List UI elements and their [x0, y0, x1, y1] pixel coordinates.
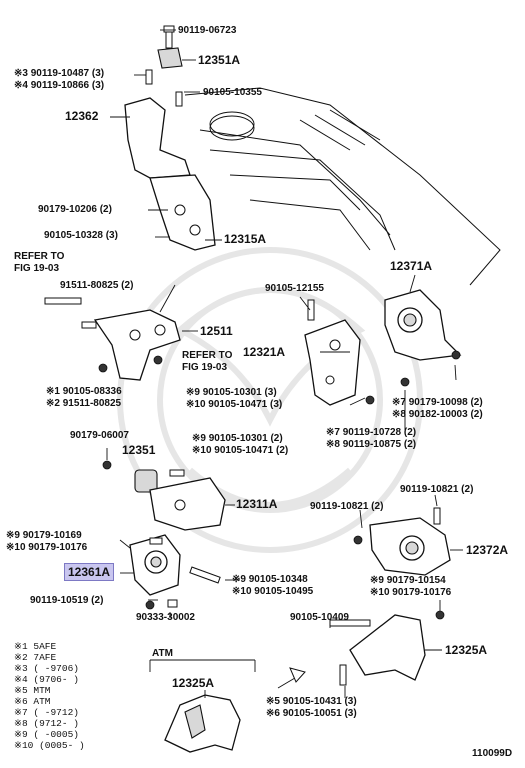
- refer-fig-note-1: FIG 19-03: [14, 263, 60, 274]
- label-90105-10301-3: ※9 90105-10301 (3): [186, 387, 277, 398]
- refer-fig-note-2: FIG 19-03: [182, 362, 228, 373]
- label-90179-10169: ※9 90179-10169: [6, 530, 82, 541]
- label-90179-10176-a: ※10 90179-10176: [6, 542, 88, 553]
- label-90105-10355: 90105-10355: [203, 87, 262, 98]
- refer-to-note-2: REFER TO: [182, 350, 233, 361]
- legend-item: ※7 ( -9712): [14, 707, 79, 718]
- bracket-12362: [124, 69, 216, 251]
- label-90119-10821-a: 90119-10821 (2): [400, 484, 474, 495]
- label-12371a: 12371A: [390, 259, 433, 273]
- legend-item: ※8 (9712- ): [14, 718, 79, 729]
- label-90119-06723: 90119-06723: [178, 25, 237, 36]
- label-90105-10495: ※10 90105-10495: [232, 586, 314, 597]
- mount-12311a: [102, 460, 226, 531]
- atm-section: [149, 659, 306, 753]
- label-90179-06007: 90179-06007: [70, 430, 129, 441]
- label-12325a-right: 12325A: [445, 643, 488, 657]
- label-12362: 12362: [65, 109, 99, 123]
- label-12311a: 12311A: [236, 497, 278, 511]
- leader-lines: [106, 29, 463, 698]
- label-12325a-atm: 12325A: [172, 676, 215, 690]
- atm-header: ATM: [152, 648, 173, 659]
- label-12351a-top: 12351A: [198, 53, 241, 67]
- label-90105-12155: 90105-12155: [265, 283, 324, 294]
- engine-block-outline: [184, 87, 501, 286]
- legend-item: ※5 MTM: [14, 685, 51, 696]
- label-90105-10051: ※6 90105-10051 (3): [266, 708, 357, 719]
- label-90119-10866: ※4 90119-10866 (3): [14, 80, 105, 91]
- mount-12372a: [353, 507, 451, 620]
- label-90105-10348: ※9 90105-10348: [232, 574, 308, 585]
- highlight-12361a: 12361A: [64, 563, 115, 581]
- diagram-id: 110099D: [472, 748, 513, 759]
- label-91511-80825-2: 91511-80825 (2): [60, 280, 134, 291]
- label-90105-10409: 90105-10409: [290, 612, 349, 623]
- legend-item: ※1 5AFE: [14, 641, 57, 652]
- mount-12361a: [129, 534, 221, 610]
- label-90105-10471-2: ※10 90105-10471 (2): [192, 445, 289, 456]
- label-90105-08336: ※1 90105-08336: [46, 386, 122, 397]
- label-90119-10821-b: 90119-10821 (2): [310, 501, 384, 512]
- label-90119-10519: 90119-10519 (2): [30, 595, 104, 606]
- legend-item: ※10 (0005- ): [14, 740, 85, 751]
- legend-item: ※2 7AFE: [14, 652, 57, 663]
- mount-12351a-top: [157, 25, 183, 69]
- label-12351: 12351: [122, 443, 156, 457]
- bracket-12511: [44, 297, 181, 381]
- mount-12321a: [304, 299, 375, 406]
- label-90105-10328: 90105-10328 (3): [44, 230, 118, 241]
- legend-item: ※9 ( -0005): [14, 729, 79, 740]
- label-12321a: 12321A: [243, 345, 286, 359]
- label-90333-30002: 90333-30002: [136, 612, 195, 623]
- label-12315a: 12315A: [224, 232, 267, 246]
- legend-item: ※4 (9706- ): [14, 674, 79, 685]
- label-90105-10301-2: ※9 90105-10301 (2): [192, 433, 283, 444]
- label-90105-10471-3: ※10 90105-10471 (3): [186, 399, 283, 410]
- legend-item: ※6 ATM: [14, 696, 51, 707]
- label-90179-10206: 90179-10206 (2): [38, 204, 112, 215]
- label-90105-10431: ※5 90105-10431 (3): [266, 696, 357, 707]
- label-90182-10003: ※8 90182-10003 (2): [392, 409, 483, 420]
- label-12361a: 12361A: [64, 563, 115, 581]
- legend-item: ※3 ( -9706): [14, 663, 79, 674]
- refer-to-note-1: REFER TO: [14, 251, 65, 262]
- mount-12325a-right: [329, 614, 426, 686]
- mount-12371a: [384, 289, 462, 387]
- label-90119-10728: ※7 90119-10728 (2): [326, 427, 417, 438]
- label-90119-10487: ※3 90119-10487 (3): [14, 68, 105, 79]
- label-12511: 12511: [200, 324, 233, 338]
- label-90119-10875: ※8 90119-10875 (2): [326, 439, 417, 450]
- label-90179-10176-b: ※10 90179-10176: [370, 587, 452, 598]
- label-90179-10154: ※9 90179-10154: [370, 575, 446, 586]
- label-12372a: 12372A: [466, 543, 509, 557]
- label-90179-10098: ※7 90179-10098 (2): [392, 397, 483, 408]
- label-91511-80825: ※2 91511-80825: [46, 398, 122, 409]
